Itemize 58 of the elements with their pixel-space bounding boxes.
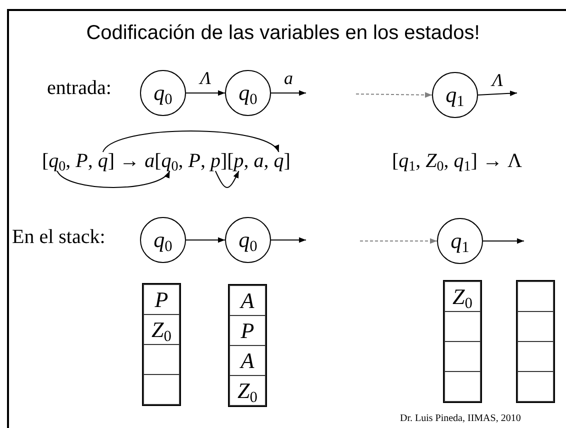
stack-cell: A [229,285,266,316]
formula-text: [q$_{1}$, Z$_{0}$, q$_{1}$] → Λ [392,150,522,173]
formula-symbol: q [274,150,284,173]
formula-text: ] [284,150,290,173]
formula-text: ] → a[ [108,150,162,173]
stack-cell [517,371,554,402]
slide-title: Codificación de las variables en los estados! [85,22,481,45]
stack-column [142,283,181,406]
formula-symbol: p [210,150,220,173]
row-label: entrada: [47,77,112,100]
stack-cell [517,281,554,312]
arrow [186,90,226,96]
edge-label: Λ [200,69,211,87]
stack-cell: P [229,315,266,346]
arrow [356,92,432,98]
state-circle: q$_{1}$ [437,218,483,264]
formula-text: , P, [178,150,206,173]
arrow [214,170,240,188]
state-circle: q$_{0}$ [225,70,271,116]
arrow [186,237,226,243]
arrow [482,238,524,244]
formula-symbol: p [234,150,244,173]
arrow [56,170,170,188]
stack-cell: Z$_{0}$ [143,314,180,345]
formula-text: ][ [220,150,234,173]
stack-cell: Z$_{0}$ [444,281,481,312]
edge-label: a [284,69,293,87]
formula-text: , P, [66,150,94,173]
formula-text: [ [42,150,49,173]
stack-cell [517,311,554,342]
arrow [270,90,306,96]
state-circle: q$_{1}$ [432,72,478,118]
edge-label: Λ [492,71,503,89]
stack-cell [143,374,180,405]
stack-column [228,284,267,407]
state-circle: q$_{0}$ [140,217,186,263]
stack-cell [444,371,481,402]
stack-cell [444,311,481,342]
state-circle: q$_{0}$ [140,70,186,116]
formula-symbol: q$_{0}$ [161,150,178,173]
arrow [478,90,518,96]
stack-cell: Z$_{0}$ [229,375,266,406]
arrow [360,238,438,244]
row-label: En el stack: [12,226,106,249]
stack-column [516,280,555,403]
footer-credit: Dr. Luis Pineda, IIMAS, 2010 [400,413,521,424]
state-circle: q$_{0}$ [225,217,271,263]
formula-text: , a, [244,150,270,173]
formula-symbol: q$_{0}$ [48,150,66,173]
stack-cell: A [229,345,266,376]
stack-column [443,280,482,403]
stack-cell: P [143,284,180,315]
arrow [102,130,280,152]
stack-cell [517,341,554,372]
arrow [270,237,306,243]
formula-symbol: q [98,150,108,173]
stack-cell [444,341,481,372]
stack-cell [143,344,180,375]
